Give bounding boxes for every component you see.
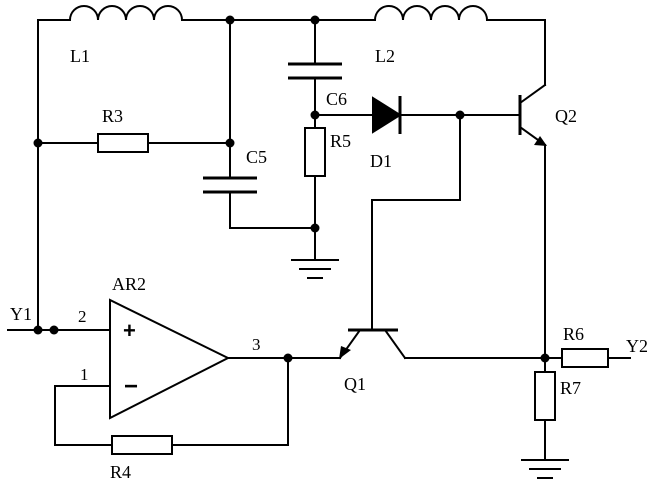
opamp-minus-sign: −: [124, 373, 138, 400]
pin-label-1: 1: [80, 365, 89, 384]
wire-d1-q1: [371, 114, 461, 331]
ground-symbol: [291, 259, 339, 279]
transistor-Q1: [338, 328, 407, 360]
label-L1: L1: [70, 46, 90, 66]
resistor-R3: [97, 133, 149, 153]
ground-symbol: [521, 459, 569, 479]
label-R5: R5: [330, 131, 351, 151]
label-D1: D1: [370, 151, 392, 171]
label-AR2: AR2: [112, 274, 146, 294]
inductor-L1: [68, 5, 184, 22]
label-R3: R3: [102, 106, 123, 126]
wire-top-right: [486, 19, 546, 86]
label-C5: C5: [246, 147, 267, 167]
diode-D1: [372, 96, 402, 134]
label-Q1: Q1: [344, 374, 366, 394]
capacitor-C6: [288, 62, 342, 80]
label-R6: R6: [563, 324, 584, 344]
label-L2: L2: [375, 46, 395, 66]
label-R7: R7: [560, 378, 581, 398]
pin-label-2: 2: [78, 307, 87, 326]
inductor-L2: [373, 5, 489, 22]
transistor-Q2: [504, 83, 547, 147]
pin-label-3: 3: [252, 335, 261, 354]
label-Q2: Q2: [555, 106, 577, 126]
wire-c5: [229, 19, 316, 229]
label-R4: R4: [110, 462, 131, 482]
resistor-R7: [534, 371, 556, 421]
wire-top-left: [37, 19, 71, 331]
resistor-R4: [111, 435, 173, 455]
junction-dots: [33, 15, 550, 363]
label-Y2: Y2: [626, 336, 648, 356]
resistor-R6: [561, 348, 609, 368]
resistor-R5: [304, 127, 326, 177]
capacitor-C5: [203, 176, 257, 194]
label-Y1: Y1: [10, 304, 32, 324]
label-C6: C6: [326, 89, 347, 109]
opamp-AR2: [109, 298, 231, 420]
wire-opamp: [7, 329, 341, 446]
opamp-plus-sign: +: [123, 318, 136, 343]
